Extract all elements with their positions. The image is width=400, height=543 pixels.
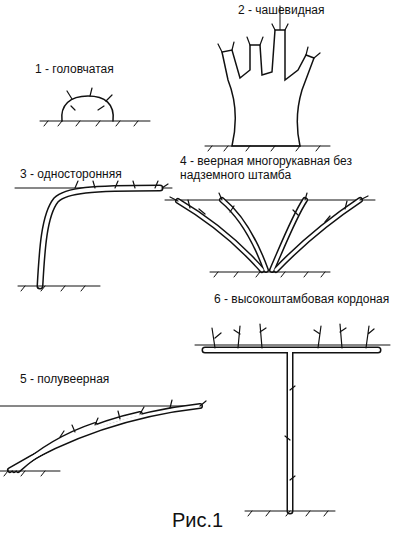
trellis-wire bbox=[195, 345, 390, 346]
ground-line bbox=[205, 146, 330, 151]
form-label: 3 - односторонняя bbox=[20, 167, 122, 181]
trellis-wire bbox=[165, 200, 375, 201]
cordon-outline bbox=[205, 350, 378, 511]
ground-line bbox=[18, 286, 100, 291]
vine-forms bbox=[0, 6, 390, 516]
vine-spurs bbox=[67, 88, 112, 110]
fan-arms-fill bbox=[178, 200, 360, 270]
semifan-arm bbox=[14, 414, 140, 470]
fan-arm bbox=[222, 200, 266, 270]
form-label: 5 - полувеерная bbox=[20, 372, 109, 386]
figure-caption: Рис.1 bbox=[172, 508, 223, 532]
fan-arm bbox=[222, 200, 266, 270]
buds bbox=[75, 181, 168, 188]
ground-line bbox=[245, 511, 335, 516]
cordon-outline bbox=[40, 188, 160, 286]
shoots bbox=[212, 324, 374, 480]
form-label: 4 - веерная многорукавная без надземного… bbox=[180, 154, 352, 182]
buds bbox=[170, 193, 368, 222]
semifan-arm bbox=[10, 406, 200, 470]
ground-line bbox=[210, 272, 330, 277]
cordon-fill bbox=[205, 350, 378, 511]
ground-line bbox=[40, 121, 150, 126]
cordon-fill bbox=[40, 188, 160, 286]
semifan-arms-fill bbox=[10, 406, 200, 470]
form-label: 1 - головчатая bbox=[35, 62, 114, 76]
buds bbox=[60, 400, 206, 437]
semifan-arm bbox=[18, 425, 95, 470]
goblet-trunk bbox=[222, 30, 314, 146]
goblet-spurs bbox=[218, 24, 320, 58]
ground-line bbox=[0, 471, 60, 476]
semifan-arm bbox=[10, 406, 200, 470]
form-label: 2 - чашевидная bbox=[238, 3, 324, 17]
trellis-wire bbox=[0, 406, 202, 407]
semifan-arms-outline bbox=[10, 406, 200, 470]
form-label: 6 - высокоштамбовая кордоная bbox=[214, 292, 389, 306]
fan-arms-outline bbox=[178, 200, 360, 270]
fan-arm bbox=[276, 200, 360, 270]
vine-head bbox=[62, 96, 114, 121]
